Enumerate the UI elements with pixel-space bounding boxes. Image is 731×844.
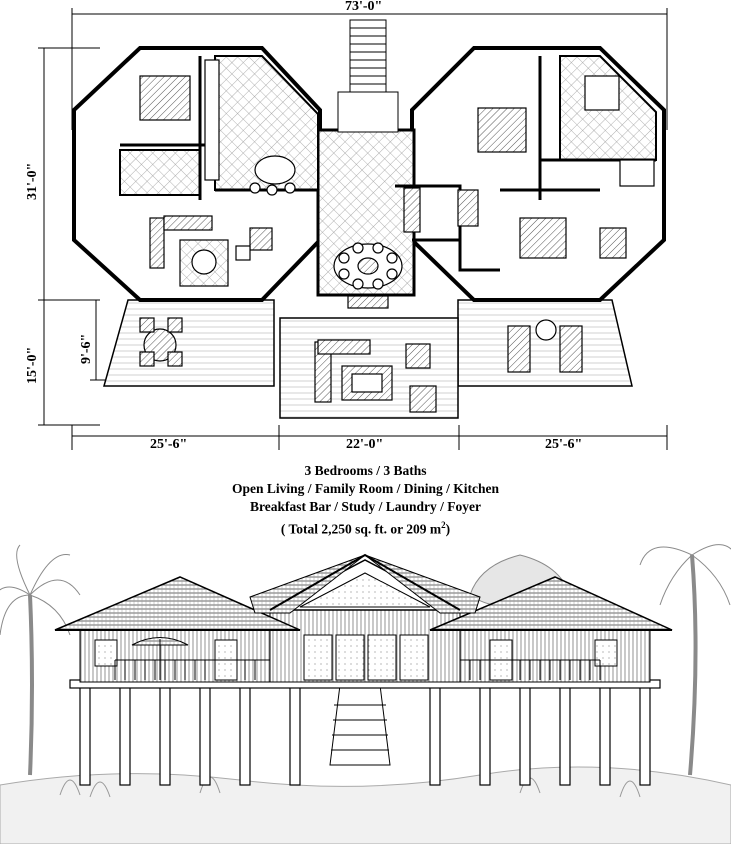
dim-overall-depth: 31'-0" [25, 163, 40, 200]
dimension-lines [38, 8, 668, 450]
center-roof-left [249, 554, 366, 614]
center-roof-right [364, 554, 481, 614]
bed-right-master [477, 107, 527, 153]
caption-extras: Breakfast Bar / Study / Laundry / Foyer [250, 499, 481, 514]
right-room-furniture [403, 75, 655, 259]
left-living-furniture [149, 215, 273, 287]
entry-stair [337, 19, 399, 133]
center-sliding-doors [303, 634, 429, 681]
bed-left [139, 75, 191, 121]
plan-caption: 3 Bedrooms / 3 Baths Open Living / Famil… [0, 462, 731, 539]
dim-center-module: 22'-0" [346, 437, 383, 452]
deck-railings [114, 659, 601, 680]
dim-right-module: 25'-6" [545, 437, 582, 452]
center-wall [269, 609, 461, 683]
entry-stair-elevation [329, 684, 391, 766]
bed-right-guest [519, 217, 567, 259]
kitchen-fixtures [204, 59, 296, 196]
right-deck [457, 299, 633, 387]
dim-left-module: 25'-6" [150, 437, 187, 452]
left-bath-area [119, 149, 201, 196]
beds [139, 75, 567, 259]
caption-bedrooms-baths: 3 Bedrooms / 3 Baths [304, 463, 427, 478]
deck-umbrella [131, 637, 189, 680]
dim-deck-outer: 15'-0" [25, 347, 40, 384]
front-elevation [0, 544, 731, 844]
caption-living-spaces: Open Living / Family Room / Dining / Kit… [231, 481, 500, 496]
deck-furniture [139, 317, 583, 373]
left-deck [103, 299, 275, 387]
dining-set [333, 242, 403, 290]
ground [0, 766, 731, 844]
floor-plan: 73'-0" 31'-0" 15'-0" 9'-6" 25'-6" 22'-0"… [25, 0, 668, 452]
caption-total-area: ( Total 2,250 sq. ft. or 209 m2) [280, 520, 451, 537]
right-wing-wall [459, 629, 651, 683]
family-room-furniture [314, 295, 437, 413]
dim-overall-width: 73'-0" [345, 0, 382, 14]
dim-deck-inner: 9'-6" [79, 334, 94, 364]
pilings [79, 684, 651, 786]
